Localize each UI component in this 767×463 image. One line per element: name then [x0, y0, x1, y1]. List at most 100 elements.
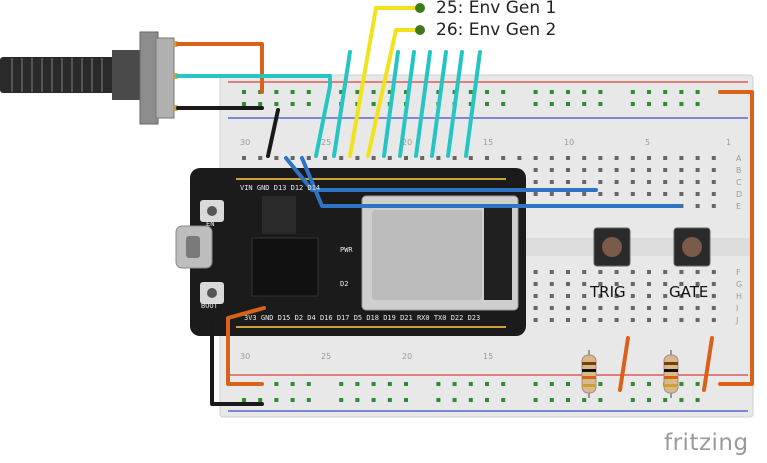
breadboard-hole — [695, 168, 700, 172]
wire-orange-3v3 — [226, 306, 266, 386]
breadboard-hole — [436, 156, 441, 160]
breadboard-hole — [679, 180, 684, 184]
breadboard-hole — [695, 156, 700, 160]
breadboard-hole — [614, 192, 619, 196]
breadboard-hole — [630, 306, 635, 310]
column-number-top: 15 — [483, 138, 494, 147]
breadboard-hole — [695, 398, 700, 402]
pin-label: RX0 — [416, 314, 430, 322]
breadboard-hole — [501, 156, 506, 160]
breadboard-hole — [306, 382, 311, 386]
pin-label: D14 — [307, 184, 321, 192]
breadboard-hole — [663, 102, 668, 106]
breadboard-hole — [630, 382, 635, 386]
breadboard-hole — [598, 180, 603, 184]
breadboard-hole — [258, 156, 263, 160]
breadboard-hole — [695, 204, 700, 208]
breadboard-hole — [614, 318, 619, 322]
breadboard-hole — [679, 168, 684, 172]
pin-label: D16 — [319, 314, 333, 322]
breadboard-hole — [274, 156, 279, 160]
breadboard-hole — [598, 90, 603, 94]
breadboard-hole — [711, 270, 716, 274]
breadboard-hole — [614, 168, 619, 172]
label-pwr: PWR — [340, 246, 353, 254]
breadboard-hole — [274, 398, 279, 402]
breadboard-hole — [711, 156, 716, 160]
wire-black-gnd — [210, 300, 270, 406]
breadboard-hole — [566, 90, 570, 94]
breadboard-hole — [339, 382, 344, 386]
breadboard-hole — [695, 382, 700, 386]
breadboard-hole — [679, 318, 684, 322]
breadboard-hole — [679, 90, 684, 94]
breadboard-hole — [533, 102, 538, 106]
column-number-top: 25 — [321, 138, 332, 147]
breadboard-hole — [549, 180, 554, 184]
breadboard-hole — [695, 192, 700, 196]
resistor-trig — [581, 350, 597, 398]
pin-label: 3V3 — [244, 314, 257, 322]
breadboard-hole — [533, 168, 538, 172]
breadboard-hole — [630, 192, 635, 196]
breadboard-hole — [582, 168, 587, 172]
breadboard-hole — [695, 294, 700, 298]
breadboard-hole — [582, 156, 587, 160]
column-number-top: 10 — [564, 138, 575, 147]
breadboard-hole — [533, 398, 538, 402]
breadboard-hole — [582, 318, 587, 322]
label-en: EN — [206, 220, 215, 228]
breadboard-hole — [630, 156, 635, 160]
breadboard-hole — [598, 294, 603, 298]
breadboard-hole — [566, 102, 570, 106]
breadboard-hole — [647, 270, 651, 274]
breadboard-hole — [598, 382, 603, 386]
breadboard-hole — [452, 156, 457, 160]
pin-label: D23 — [467, 314, 481, 322]
breadboard-hole — [582, 180, 587, 184]
env2-connector — [415, 25, 425, 35]
breadboard-hole — [711, 318, 716, 322]
breadboard-hole — [614, 180, 619, 184]
breadboard-hole — [290, 398, 295, 402]
wire-cyan-3 — [398, 50, 416, 158]
breadboard-hole — [663, 318, 668, 322]
breadboard-hole — [485, 382, 489, 386]
breadboard-hole — [679, 398, 684, 402]
wire-cyan-7 — [464, 50, 482, 158]
breadboard-hole — [566, 168, 570, 172]
breadboard-hole — [242, 156, 246, 160]
breadboard-hole — [630, 102, 635, 106]
row-letter: C — [736, 178, 742, 187]
breadboard-hole — [598, 306, 603, 310]
pin-label: D15 — [277, 314, 291, 322]
wire-orange-gate — [702, 336, 714, 392]
trig-switch — [593, 227, 631, 267]
breadboard-hole — [549, 270, 554, 274]
breadboard-hole — [258, 398, 263, 402]
pin-label: D4 — [307, 314, 316, 322]
breadboard-hole — [663, 180, 668, 184]
breadboard-hole — [355, 382, 360, 386]
breadboard-hole — [679, 102, 684, 106]
breadboard-hole — [549, 90, 554, 94]
breadboard-hole — [598, 398, 603, 402]
breadboard-hole — [420, 156, 425, 160]
pin-label: D5 — [353, 314, 363, 322]
breadboard-hole — [598, 270, 603, 274]
breadboard-hole — [663, 282, 668, 286]
breadboard-hole — [647, 318, 651, 322]
breadboard-hole — [306, 398, 311, 402]
breadboard-hole — [566, 306, 570, 310]
pin-label: TX0 — [433, 314, 447, 322]
breadboard-hole — [614, 282, 619, 286]
breadboard-hole — [404, 382, 408, 386]
breadboard-hole — [647, 382, 651, 386]
breadboard-hole — [468, 156, 473, 160]
breadboard-hole — [647, 156, 651, 160]
pin-label: GND — [260, 314, 274, 322]
label-env-gen-1: 25: Env Gen 1 — [436, 0, 557, 18]
breadboard-hole — [647, 102, 651, 106]
breadboard-hole — [679, 156, 684, 160]
breadboard-hole — [695, 306, 700, 310]
